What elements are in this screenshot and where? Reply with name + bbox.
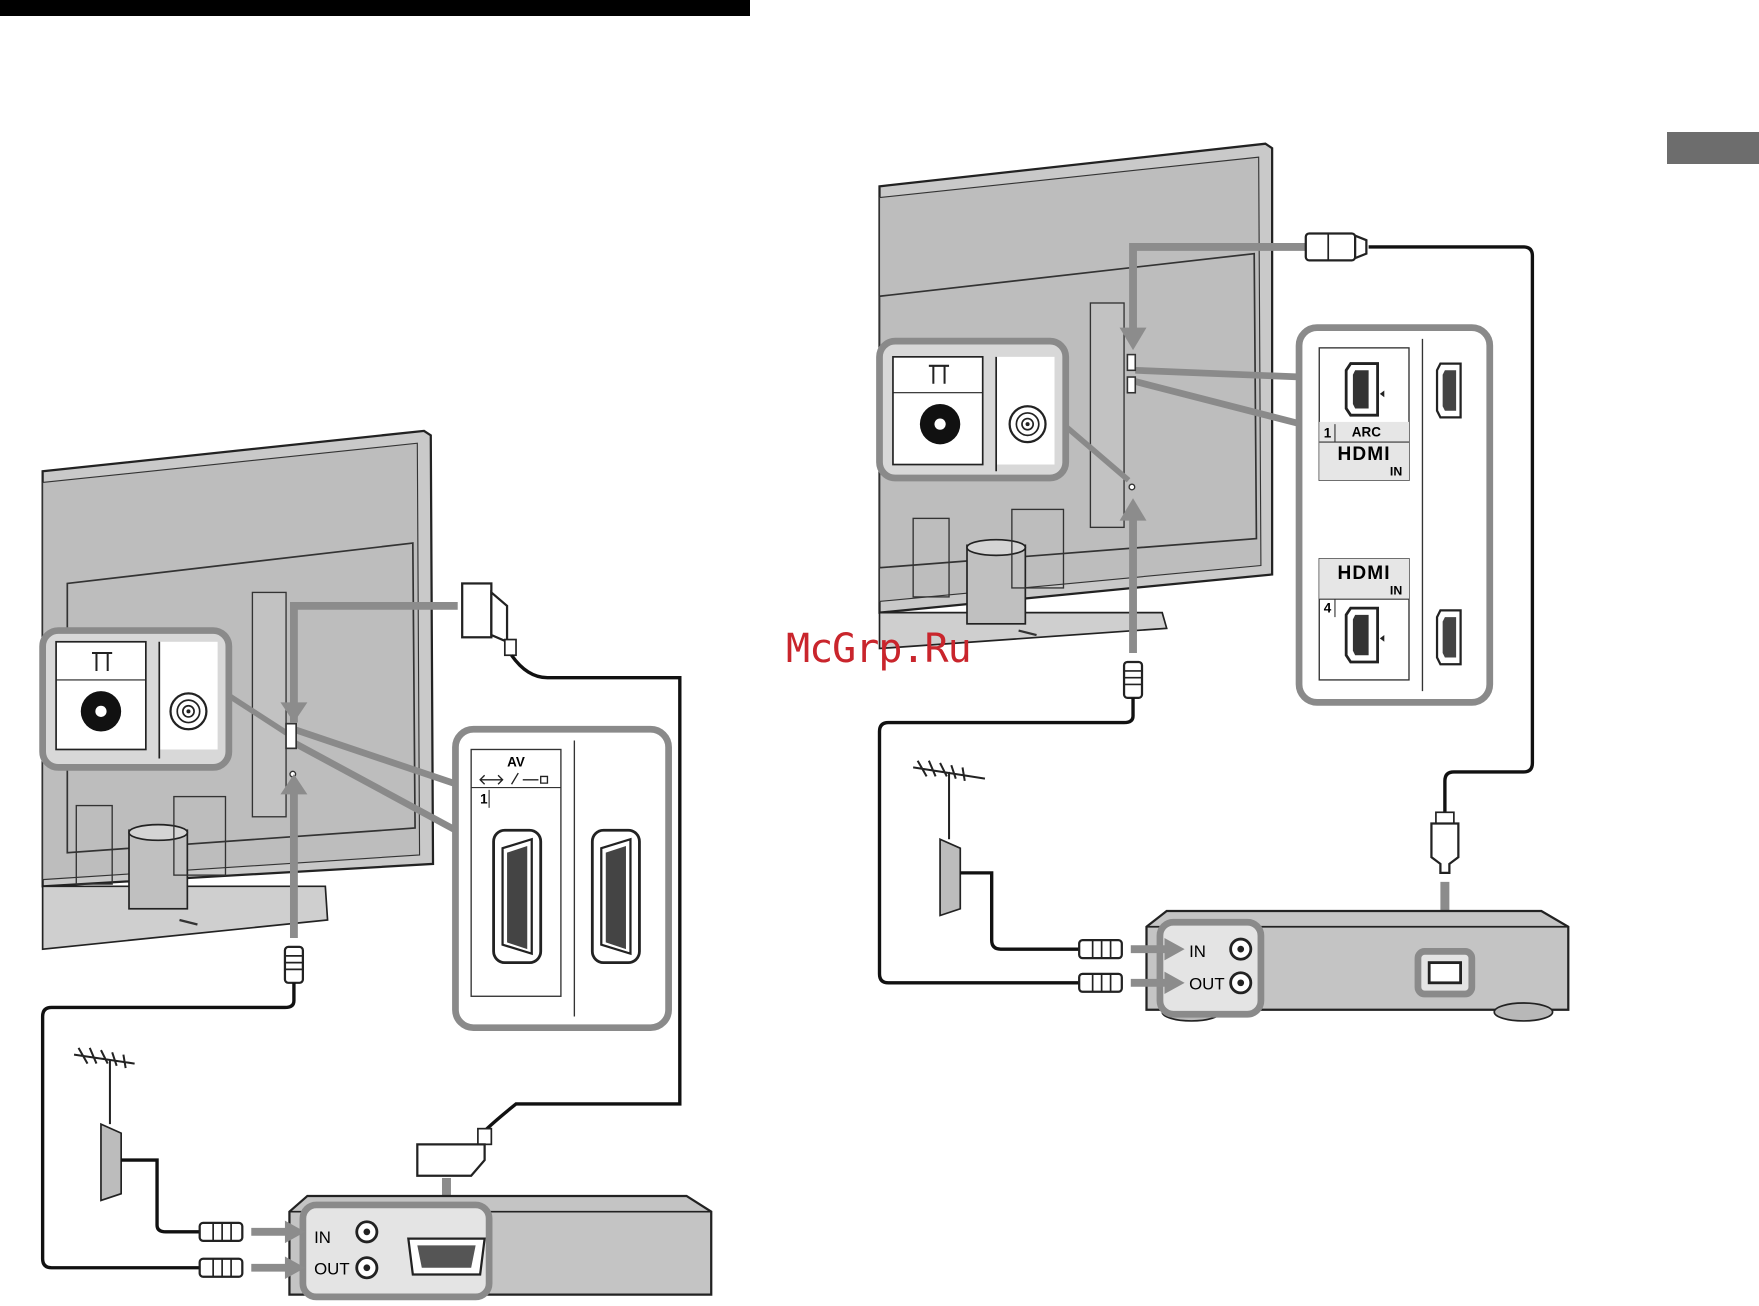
- rf-plug-in-right: [1079, 940, 1122, 958]
- left-diagram: AV 1: [43, 431, 712, 1297]
- scart-panel: AV 1: [455, 729, 668, 1027]
- scart-socket-2: [592, 830, 639, 962]
- recorder-left: IN OUT: [200, 1196, 712, 1297]
- scart-number: 1: [480, 791, 488, 806]
- recorder-left-out-label: OUT: [314, 1259, 350, 1278]
- aerial-icon-right: [913, 761, 1079, 949]
- aerial-icon-left: [74, 1048, 200, 1232]
- hdmi-port1-logo: HDMI: [1338, 444, 1391, 465]
- recorder-right-out-label: OUT: [1189, 975, 1225, 994]
- recorder-scart-socket: [408, 1239, 484, 1275]
- scart-av-label: AV: [507, 754, 525, 769]
- watermark: McGrp.Ru: [786, 626, 971, 672]
- hdmi-port1-number: 1: [1324, 426, 1332, 441]
- hdmi-port-1: 1 ARC HDMI IN: [1319, 348, 1409, 480]
- scart-socket-1: [494, 830, 541, 962]
- hdmi-port1-arc: ARC: [1352, 424, 1381, 439]
- rf-plug-out-left: [200, 1259, 243, 1277]
- recorder-hdmi-socket: [1429, 963, 1460, 983]
- recorder-right: IN OUT: [1079, 911, 1568, 1021]
- hdmi-port4-number: 4: [1324, 601, 1332, 616]
- rf-plug-out-right: [1079, 974, 1122, 992]
- right-diagram: 1 ARC HDMI IN HDMI IN 4: [880, 144, 1569, 1021]
- rf-plug-in-left: [200, 1223, 243, 1241]
- hdmi-port-4: HDMI IN 4: [1319, 559, 1409, 680]
- hdmi-panel: 1 ARC HDMI IN HDMI IN 4: [1299, 328, 1490, 703]
- hdmi-port4-logo: HDMI: [1338, 563, 1391, 584]
- recorder-left-in-label: IN: [314, 1228, 331, 1247]
- recorder-right-in-label: IN: [1189, 942, 1206, 961]
- hdmi-port1-in: IN: [1390, 465, 1402, 479]
- hdmi-port4-in: IN: [1390, 584, 1402, 598]
